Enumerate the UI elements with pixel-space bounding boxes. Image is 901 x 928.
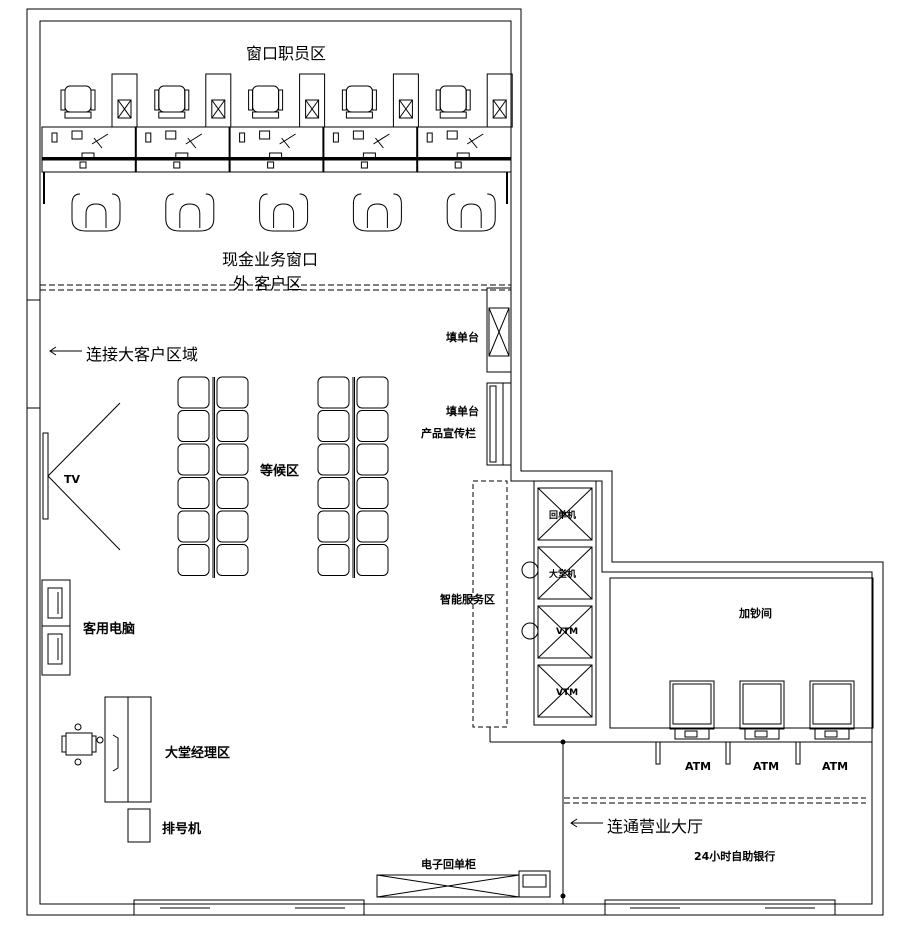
outer-walls [26,8,884,916]
waiting-seat [356,410,389,442]
waiting-seat [317,410,350,442]
waiting-seat [317,376,350,409]
product-board [486,382,512,466]
atm-divider [564,797,866,804]
form-desk [486,287,512,373]
guest-computer-label: 客用电脑 [83,622,136,637]
receipt-machine-label: 回单机 [549,511,577,521]
smart-service-zone [472,480,872,743]
atm-label-1: ATM [685,760,712,773]
counter-divider [40,284,511,291]
arrow-left-hall [570,818,603,828]
vtm-label-1: VTM [556,627,579,637]
waiting-seat [317,477,350,509]
cash-room-label: 加钞间 [739,607,772,620]
queue-machine-label: 排号机 [162,822,202,837]
teller-station [322,73,419,232]
waiting-seat [317,510,350,543]
teller-counter [41,73,513,232]
lobby-machine-label: 大堂机 [549,570,577,580]
atm-machine [725,680,785,765]
teller-station [51,73,138,232]
waiting-seat [216,410,249,442]
arrow-left-vip [49,346,82,356]
atm-machine [795,680,855,765]
teller-station [134,73,232,232]
waiting-seat [177,443,210,476]
waiting-seat [177,477,210,509]
connect-vip-area-label: 连接大客户区域 [86,345,199,364]
waiting-seat [216,443,249,476]
form-desk-label: 填单台 [446,331,479,344]
e-receipt-cabinet [376,870,551,898]
waiting-seat [356,376,389,409]
waiting-seat [216,544,249,576]
waiting-seat [216,510,249,543]
waiting-seat [356,510,389,543]
vtm-label-2: VTM [556,688,579,698]
waiting-seat [216,477,249,509]
form-desk-label-2: 填单台 [446,405,479,418]
cash-window-label: 现金业务窗口 [222,250,319,269]
waiting-area-label: 等候区 [260,464,300,479]
waiting-seat [216,376,249,409]
product-board-label: 产品宣传栏 [421,427,476,440]
atm-label-2: ATM [753,760,780,773]
waiting-seat [356,443,389,476]
customer-area-label: 外 客户区 [233,274,303,293]
smart-service-area-label: 智能服务区 [440,593,495,606]
self-service-bank-label: 24小时自助银行 [694,850,776,863]
teller-station [228,73,326,232]
teller-staff-area-label: 窗口职员区 [246,44,327,63]
waiting-seat [177,410,210,442]
service-machine [537,664,593,718]
waiting-seat [317,544,350,576]
atm-label-3: ATM [822,760,849,773]
waiting-seat [177,510,210,543]
waiting-seat [177,376,210,409]
connect-hall-label: 连通营业大厅 [607,817,704,836]
service-machine [537,487,593,541]
waiting-seat [356,477,389,509]
service-machine [537,546,593,600]
e-receipt-cabinet-label: 电子回单柜 [421,858,476,871]
tv-label: TV [64,473,81,486]
queue-machine [127,808,151,843]
teller-station [416,73,513,232]
atm-machine [655,680,715,765]
lobby-manager-area-label: 大堂经理区 [165,746,231,761]
waiting-seat [317,443,350,476]
waiting-seat [356,544,389,576]
cash-room [609,577,874,765]
waiting-seats [177,376,389,578]
guest-computer-desk [41,579,71,676]
waiting-seat [177,544,210,576]
lobby-manager-desk [61,696,152,803]
tv [42,402,121,551]
entrance-doors [133,899,836,916]
